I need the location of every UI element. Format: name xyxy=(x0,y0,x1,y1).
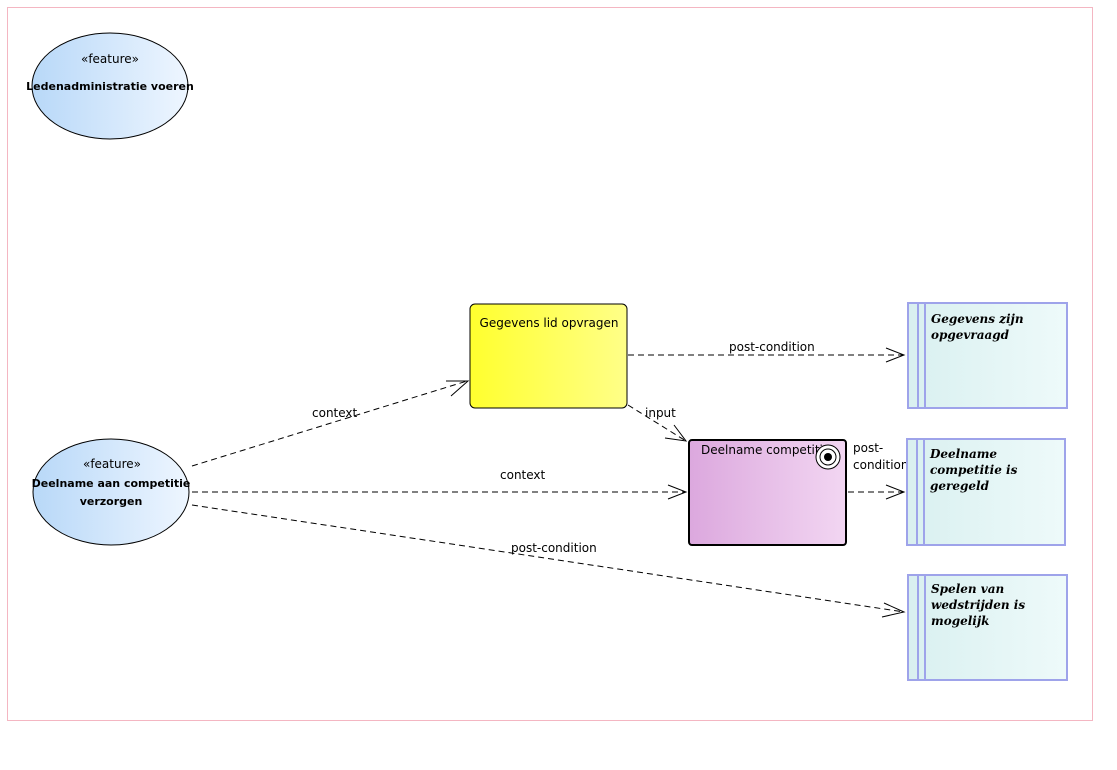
usecase-ledenadministratie[interactable]: «feature» Ledenadministratie voeren xyxy=(26,32,194,140)
note-spelen-mogelijk[interactable]: Spelen van wedstrijden is mogelijk xyxy=(907,574,1068,681)
label-context-process: context xyxy=(312,406,358,420)
note-gegevens-line2: opgevraagd xyxy=(931,328,1010,342)
note-gegevens-opgevraagd[interactable]: Gegevens zijn opgevraagd xyxy=(907,302,1068,409)
connector-input[interactable] xyxy=(627,404,688,442)
usecase-ledenadministratie-stereotype: «feature» xyxy=(81,52,139,66)
note-competitie-line1: Deelname xyxy=(929,447,997,461)
note-competitie-geregeld[interactable]: Deelname competitie is geregeld xyxy=(906,438,1066,546)
connector-postcondition-competitie[interactable] xyxy=(848,484,906,500)
process-title: Gegevens lid opvragen xyxy=(480,316,619,330)
event-deelname-competitie[interactable]: Deelname competitie xyxy=(688,439,847,546)
usecase-deelname-name-line1: Deelname aan competitie xyxy=(32,477,191,490)
note-spelen-line3: mogelijk xyxy=(931,614,990,628)
note-competitie-line3: geregeld xyxy=(930,479,990,493)
label-postcondition-event-1: post- xyxy=(853,441,883,455)
label-context-event: context xyxy=(500,468,546,482)
label-postcondition-gegevens: post-condition xyxy=(729,340,815,354)
note-spelen-line1: Spelen van xyxy=(931,582,1004,596)
target-icon xyxy=(815,444,841,470)
connector-context-to-event[interactable] xyxy=(192,484,688,500)
process-gegevens-lid-opvragen[interactable]: Gegevens lid opvragen xyxy=(469,303,628,409)
note-gegevens-line1: Gegevens zijn xyxy=(931,312,1024,326)
diagram-frame xyxy=(7,7,1093,721)
note-competitie-line2: competitie is xyxy=(930,463,1018,477)
connector-context-to-process[interactable] xyxy=(191,380,470,467)
label-postcondition-event-2: condition xyxy=(853,458,908,472)
event-title: Deelname competitie xyxy=(701,443,830,457)
connector-postcondition-spelen[interactable] xyxy=(191,504,906,618)
connector-postcondition-gegevens[interactable] xyxy=(628,347,906,363)
label-postcondition-spelen: post-condition xyxy=(511,541,597,555)
usecase-deelname-name-line2: verzorgen xyxy=(80,495,143,508)
label-input: input xyxy=(645,406,676,420)
usecase-ledenadministratie-name: Ledenadministratie voeren xyxy=(26,80,194,93)
usecase-deelname-competitie[interactable]: «feature» Deelname aan competitie verzor… xyxy=(32,438,191,546)
usecase-deelname-stereotype: «feature» xyxy=(83,457,141,471)
note-spelen-line2: wedstrijden is xyxy=(931,598,1025,612)
